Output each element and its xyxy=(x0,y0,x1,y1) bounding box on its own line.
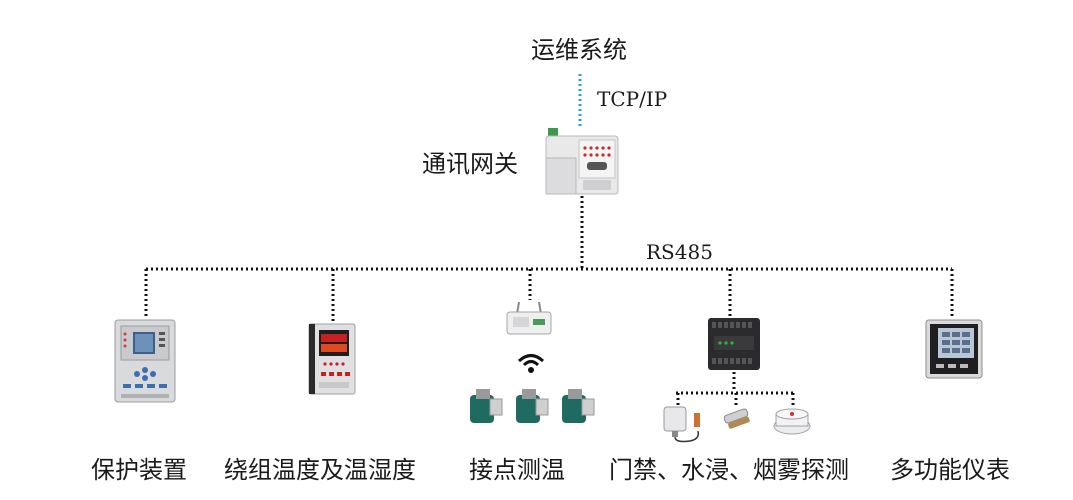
wifi-icon xyxy=(517,352,545,378)
protocol-label: TCP/IP xyxy=(597,87,668,111)
device-label-temperature: 绕组温度及温湿度 xyxy=(224,456,416,484)
device-label-io: 门禁、水浸、烟雾探测 xyxy=(609,456,849,484)
device-label-meter: 多功能仪表 xyxy=(890,456,1010,484)
system-label: 运维系统 xyxy=(531,36,627,64)
contact-sensor-group-icon xyxy=(466,385,606,437)
gateway-device-icon xyxy=(543,128,625,202)
protection-relay-icon xyxy=(113,318,179,408)
wireless-sensor-icon xyxy=(503,300,557,344)
device-label-contact: 接点测温 xyxy=(469,456,565,484)
water-leak-sensor-icon xyxy=(720,406,756,438)
smoke-detector-icon xyxy=(772,404,812,442)
io-module-icon xyxy=(706,316,762,376)
device-label-protection: 保护装置 xyxy=(91,456,187,484)
gateway-label: 通讯网关 xyxy=(422,150,518,178)
door-sensor-icon xyxy=(660,405,708,449)
bus-label: RS485 xyxy=(646,240,713,264)
power-meter-icon xyxy=(924,318,984,386)
temperature-controller-icon xyxy=(307,322,359,400)
